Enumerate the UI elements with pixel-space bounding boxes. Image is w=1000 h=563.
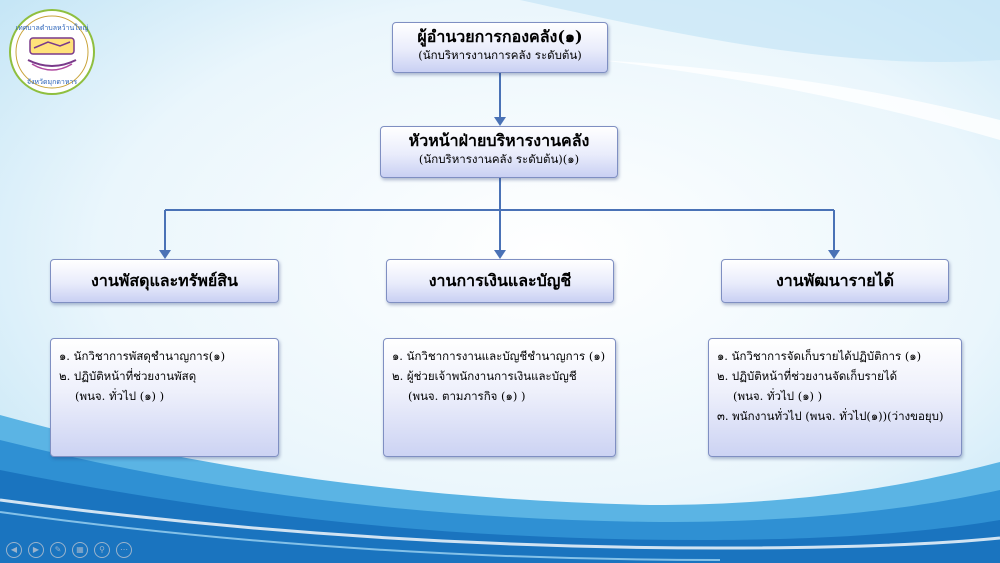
pen-icon[interactable]: ✎ <box>50 542 66 558</box>
logo-text-top: เทศบาลตำบลหว้านใหญ่ <box>16 23 89 32</box>
section-title-revenue: งานพัฒนารายได้ <box>775 271 895 290</box>
detail-line: ๑. นักวิชาการพัสดุชำนาญการ(๑) <box>59 349 226 363</box>
section-title-finance: งานการเงินและบัญชี <box>428 271 572 290</box>
logo-text-bottom: จังหวัดมุกดาหาร <box>27 78 77 86</box>
municipality-logo: เทศบาลตำบลหว้านใหญ่ จังหวัดมุกดาหาร <box>9 9 95 95</box>
detail-line: ๑. นักวิชาการงานและบัญชีชำนาญการ (๑) <box>392 349 606 363</box>
section-box-revenue: งานพัฒนารายได้ <box>721 259 949 303</box>
head-title: หัวหน้าฝ่ายบริหารงานคลัง <box>408 131 590 150</box>
more-icon[interactable]: ⋯ <box>116 542 132 558</box>
prev-icon[interactable]: ◀ <box>6 542 22 558</box>
section-box-finance: งานการเงินและบัญชี <box>386 259 614 303</box>
detail-line: ๓. พนักงานทั่วไป (พนจ. ทั่วไป(๑))(ว่างขอ… <box>717 409 944 423</box>
detail-line: (พนจ. ทั่วไป (๑) ) <box>733 389 823 403</box>
head-subtitle: (นักบริหารงานคลัง ระดับต้น)(๑) <box>418 152 580 166</box>
director-subtitle: (นักบริหารงานการคลัง ระดับต้น) <box>418 48 582 62</box>
detail-line: ๒. ผู้ช่วยเจ้าพนักงานการเงินและบัญชี <box>392 369 577 383</box>
director-box: ผู้อำนวยการกองคลัง(๑) (นักบริหารงานการคล… <box>392 22 608 73</box>
detail-line: ๒. ปฏิบัติหน้าที่ช่วยงานจัดเก็บรายได้ <box>717 369 898 383</box>
director-title: ผู้อำนวยการกองคลัง(๑) <box>417 27 583 46</box>
detail-line: ๒. ปฏิบัติหน้าที่ช่วยงานพัสดุ <box>59 369 197 383</box>
detail-box-finance: ๑. นักวิชาการงานและบัญชีชำนาญการ (๑) ๒. … <box>383 338 616 457</box>
head-box: หัวหน้าฝ่ายบริหารงานคลัง (นักบริหารงานคล… <box>380 126 618 178</box>
detail-line: (พนจ. ทั่วไป (๑) ) <box>75 389 165 403</box>
slideshow-controls: ◀ ▶ ✎ ▦ ⚲ ⋯ <box>6 542 132 558</box>
detail-line: (พนจ. ตามภารกิจ (๑) ) <box>408 389 526 403</box>
zoom-icon[interactable]: ⚲ <box>94 542 110 558</box>
section-title-supplies: งานพัสดุและทรัพย์สิน <box>91 271 238 290</box>
slides-icon[interactable]: ▦ <box>72 542 88 558</box>
next-icon[interactable]: ▶ <box>28 542 44 558</box>
section-box-supplies: งานพัสดุและทรัพย์สิน <box>50 259 279 303</box>
detail-box-revenue: ๑. นักวิชาการจัดเก็บรายได้ปฏิบัติการ (๑)… <box>708 338 962 457</box>
detail-line: ๑. นักวิชาการจัดเก็บรายได้ปฏิบัติการ (๑) <box>717 349 922 363</box>
detail-box-supplies: ๑. นักวิชาการพัสดุชำนาญการ(๑) ๒. ปฏิบัติ… <box>50 338 279 457</box>
